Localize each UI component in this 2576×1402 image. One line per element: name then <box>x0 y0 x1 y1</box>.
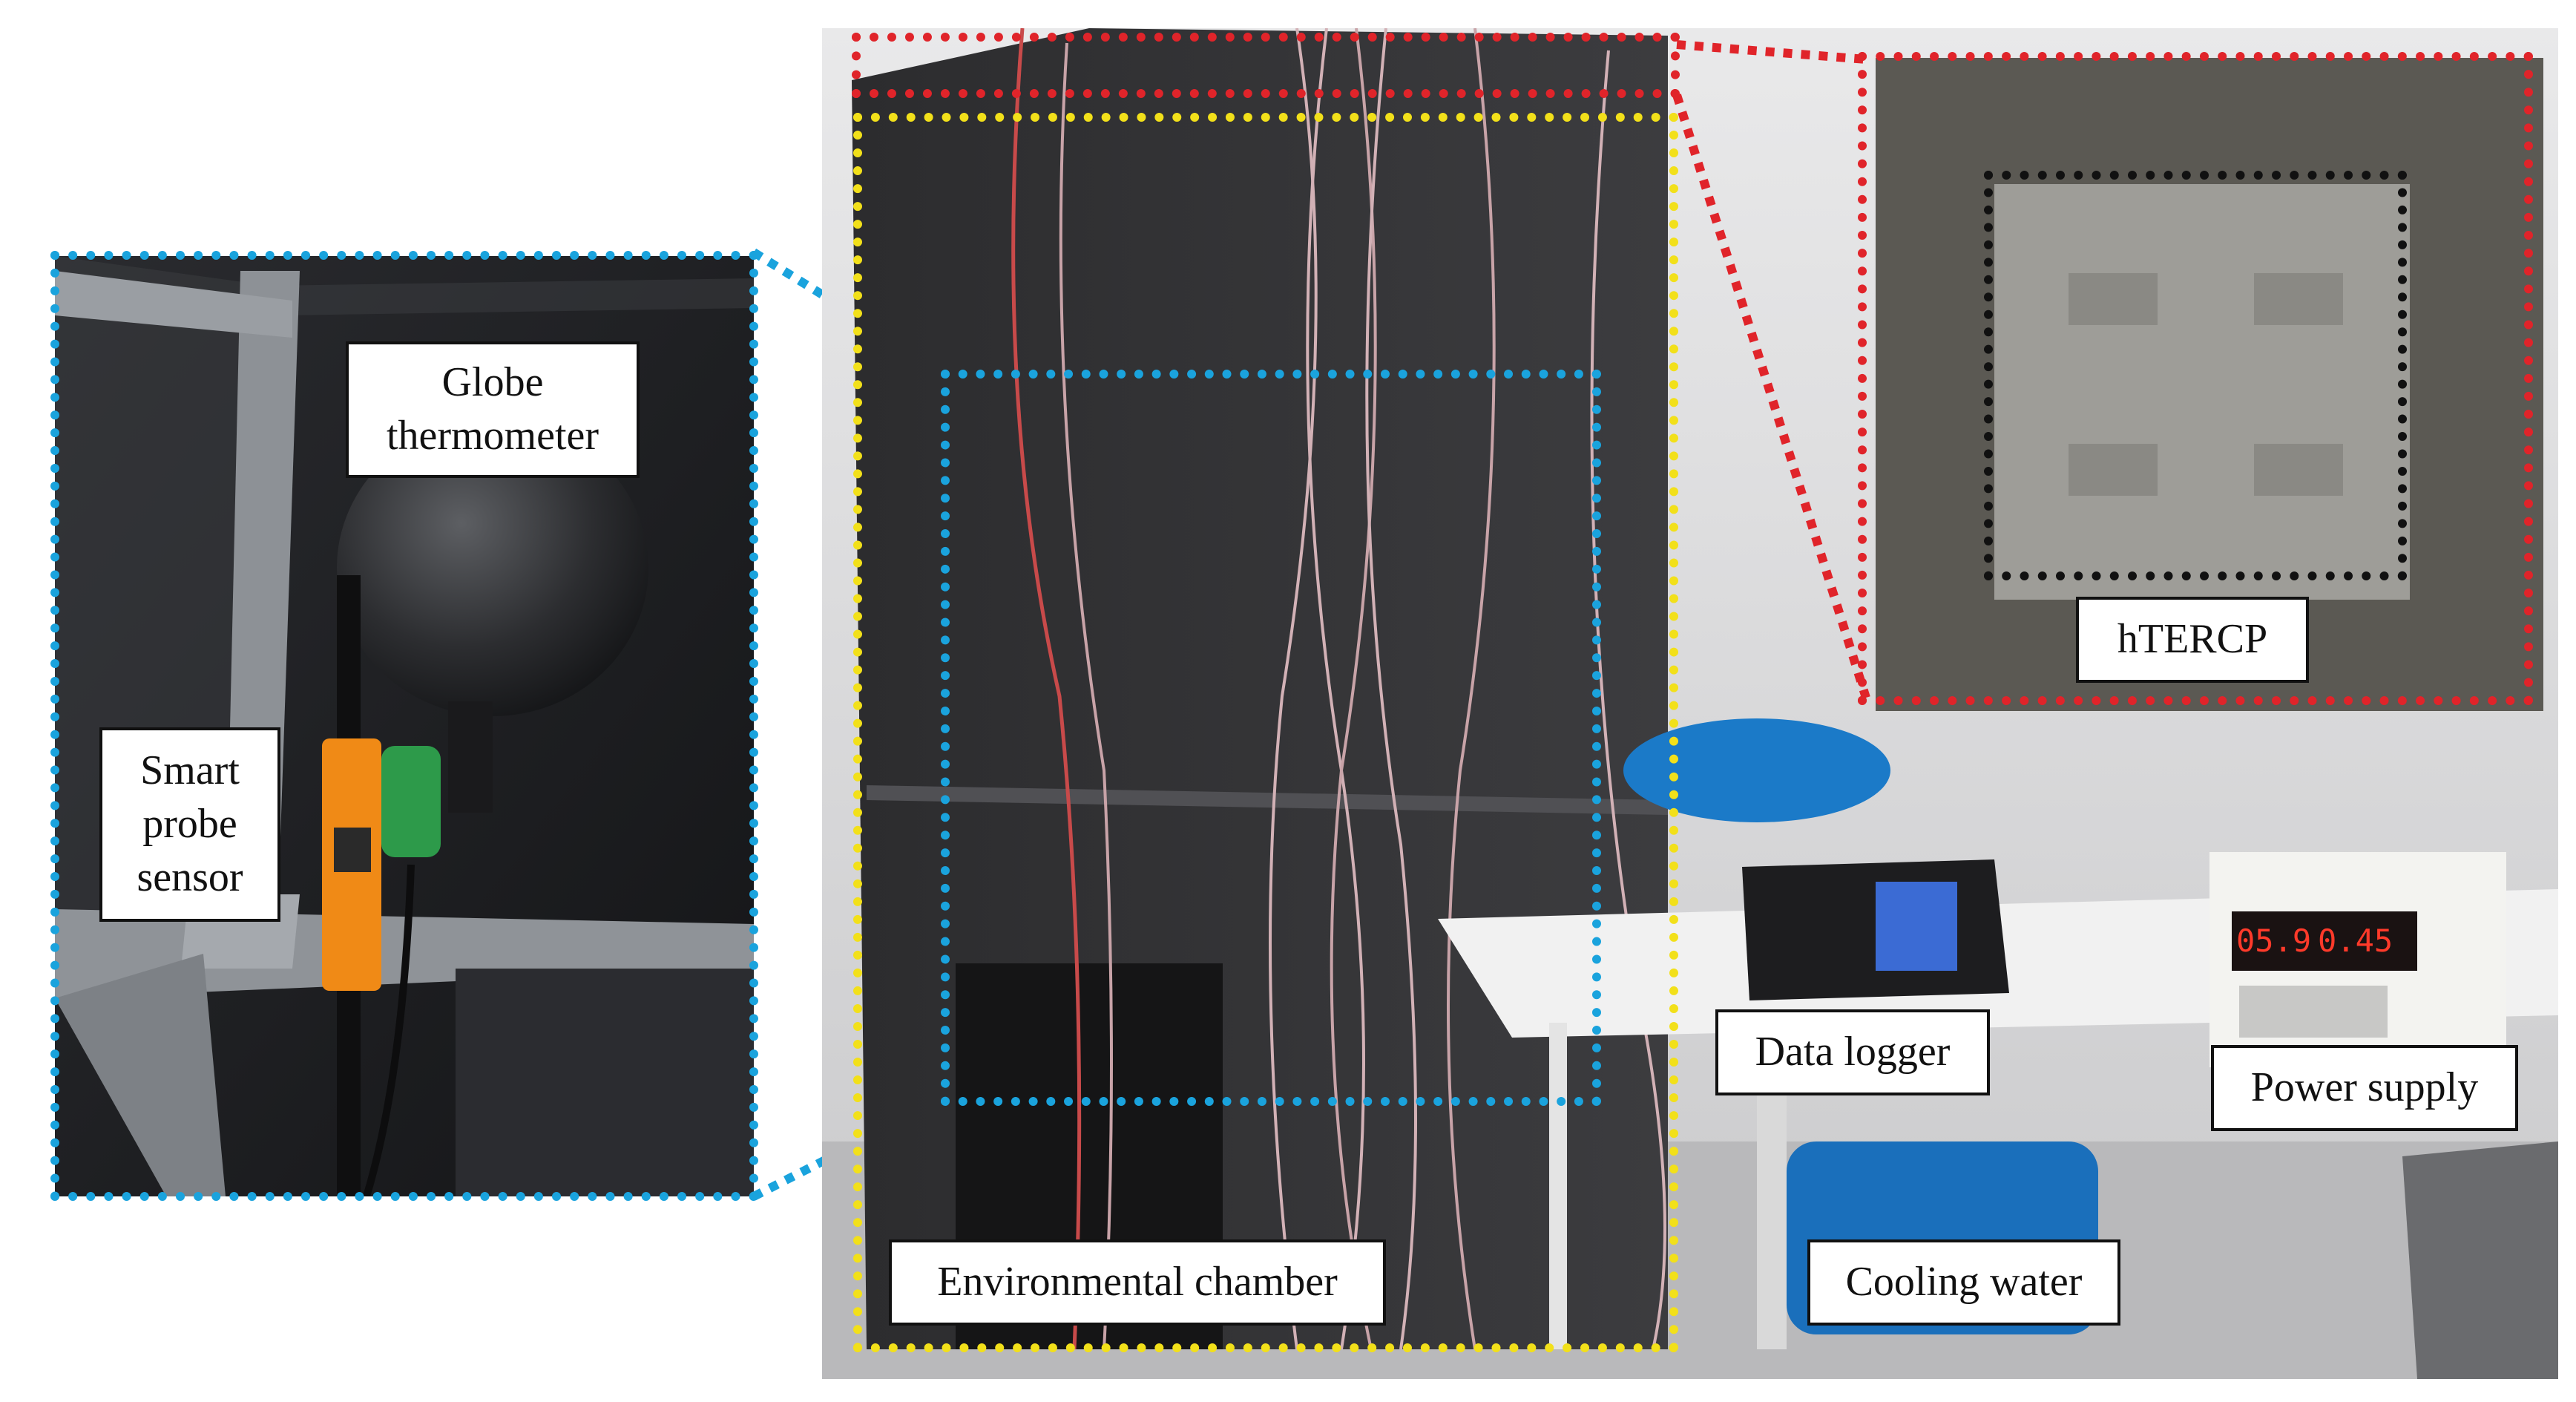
panel-location-outline <box>852 33 1680 98</box>
label-data-logger: Data logger <box>1715 1009 1990 1095</box>
label-globe-thermometer: Globe thermometer <box>346 341 640 478</box>
label-cooling-water: Cooling water <box>1807 1239 2120 1326</box>
inset-outline <box>50 251 758 1201</box>
label-smart-probe-sensor: Smart probe sensor <box>99 727 280 922</box>
power-supply-current-readout: 0.45 <box>2318 923 2393 959</box>
label-htercp: hTERCP <box>2076 597 2309 683</box>
htercp-panel-outline <box>1858 52 2533 705</box>
power-supply-voltage-readout: 05.9 <box>2236 923 2312 959</box>
chamber-zoom-region-outline <box>941 370 1601 1106</box>
htercp-outline <box>1984 171 2407 580</box>
environmental-chamber-outline <box>853 113 1678 1352</box>
label-power-supply: Power supply <box>2211 1045 2518 1131</box>
label-environmental-chamber: Environmental chamber <box>889 1239 1386 1326</box>
